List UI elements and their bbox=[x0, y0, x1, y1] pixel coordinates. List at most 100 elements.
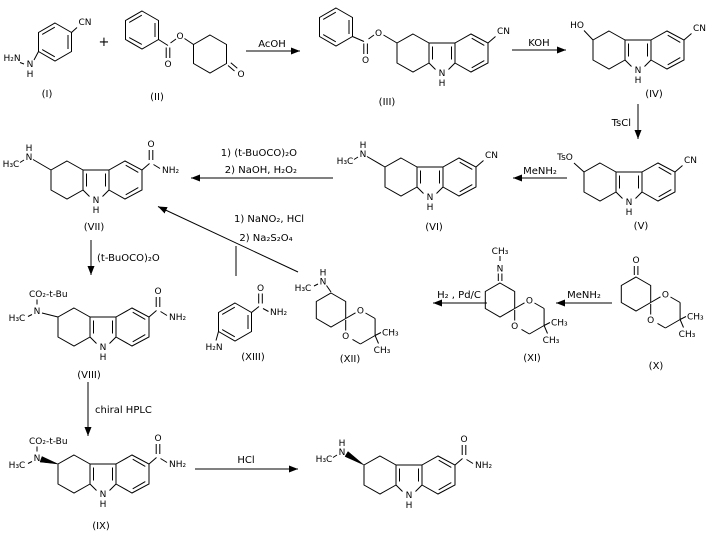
compound-x-structure: O O O CH₃ CH₃ (X) bbox=[620, 256, 704, 372]
stereo-wedge-bond bbox=[39, 456, 59, 465]
reaction-arrow-boc2: (t-BuOCO)₂O bbox=[87, 240, 160, 275]
reagent-label-menh2-x: MeNH₂ bbox=[567, 290, 601, 301]
atom-label-nh2: NH₂ bbox=[475, 461, 493, 471]
compound-vii-structure: N H H₃C O NH₂ (VII) bbox=[3, 140, 180, 233]
compound-ix-structure: N H₃C CO₂-t-Bu O NH₂ (IX) bbox=[9, 434, 187, 532]
atom-label-h: H bbox=[27, 70, 34, 80]
reaction-arrow-tscl: TsCl bbox=[611, 104, 642, 139]
atom-label-amine-n: N bbox=[360, 150, 367, 160]
atom-label-carbamate-n: N bbox=[34, 454, 41, 464]
atom-label-h3c: H₃C bbox=[9, 314, 26, 324]
reagent-label-boc2: (t-BuOCO)₂O bbox=[97, 253, 160, 264]
compound-label-xii: (XII) bbox=[340, 354, 361, 365]
reaction-arrow-chiral-hplc: chiral HPLC bbox=[84, 382, 152, 436]
compound-vi-structure: N H H₃C CN (VI) bbox=[337, 141, 498, 233]
atom-label-ch3a: CH₃ bbox=[551, 319, 568, 329]
atom-label-nh2: NH₂ bbox=[169, 460, 187, 470]
atom-label-ketone-o: O bbox=[237, 70, 244, 80]
reaction-arrow-diazotization: 1) NaNO₂, HCl 2) Na₂S₂O₄ bbox=[157, 206, 304, 276]
compound-label-vii: (VII) bbox=[84, 222, 105, 233]
atom-label-n-ch3: CH₃ bbox=[492, 247, 509, 257]
atom-label-ch3b: CH₃ bbox=[374, 346, 391, 356]
compound-label-iii: (III) bbox=[379, 97, 396, 108]
atom-label-dioxane-o1: O bbox=[357, 307, 364, 317]
atom-label-ho: HO bbox=[570, 21, 584, 31]
bond-lines bbox=[125, 10, 238, 74]
plus-sign: + bbox=[99, 35, 110, 50]
atom-label-dioxane-o2: O bbox=[647, 316, 654, 326]
atom-label-amine-h: H bbox=[320, 269, 327, 279]
reaction-arrow-koh: KOH bbox=[512, 38, 566, 54]
atom-label-h3c: H₃C bbox=[295, 284, 312, 294]
reaction-arrow-menh2-x-xi: MeNH₂ bbox=[556, 290, 612, 307]
reagent-label-koh: KOH bbox=[528, 38, 549, 49]
bond-lines bbox=[19, 150, 161, 171]
atom-label-dioxane-o1: O bbox=[526, 297, 533, 307]
compound-label-iv: (IV) bbox=[645, 89, 663, 100]
atom-label-amide-o: O bbox=[154, 287, 161, 297]
reagent-label-nano2: 1) NaNO₂, HCl bbox=[234, 214, 304, 225]
atom-label-n: N bbox=[27, 60, 34, 70]
atom-label-amine-h: H bbox=[26, 144, 33, 154]
atom-label-dioxane-o1: O bbox=[662, 291, 669, 301]
atom-label-boc: CO₂-t-Bu bbox=[29, 437, 68, 447]
atom-label-h2n: H₂N bbox=[205, 343, 222, 353]
reagent-label-acoh: AcOH bbox=[258, 39, 286, 50]
compound-label-xiii: (XIII) bbox=[241, 352, 265, 363]
compound-viii-structure: N H₃C CO₂-t-Bu O NH₂ (VIII) bbox=[9, 287, 187, 381]
atom-label-h3c: H₃C bbox=[9, 461, 26, 471]
reaction-arrow-acoh: AcOH bbox=[246, 39, 300, 55]
bond-lines bbox=[19, 22, 78, 65]
reaction-arrow-menh2-v-vi: MeNH₂ bbox=[513, 166, 567, 182]
atom-label-ch3a: CH₃ bbox=[382, 329, 399, 339]
atom-label-carbonyl-o: O bbox=[164, 60, 171, 70]
bond-lines bbox=[27, 444, 168, 465]
reagent-label-boc-step: 1) (t-BuOCO)₂O bbox=[221, 148, 297, 159]
atom-label-imine-n: N bbox=[497, 265, 504, 275]
atom-label-amide-o: O bbox=[147, 140, 154, 150]
atom-label-cn: CN bbox=[684, 156, 697, 166]
bond-lines bbox=[313, 283, 382, 345]
atom-label-boc: CO₂-t-Bu bbox=[29, 290, 68, 300]
bond-lines bbox=[484, 256, 551, 335]
compound-label-xi: (XI) bbox=[523, 353, 541, 364]
compound-iii-structure: O O CN (III) bbox=[319, 7, 510, 108]
compound-label-i: (I) bbox=[42, 89, 53, 100]
bond-lines bbox=[27, 297, 168, 318]
compound-xiii-structure: H₂N O NH₂ (XIII) bbox=[205, 284, 287, 363]
stereo-wedge-bond bbox=[344, 451, 365, 466]
bond-lines bbox=[620, 266, 687, 329]
atom-label-amide-o: O bbox=[460, 435, 467, 445]
atom-label-carbamate-n: N bbox=[34, 307, 41, 317]
reagent-label-dithionite: 2) Na₂S₂O₄ bbox=[239, 233, 292, 244]
atom-label-ch3b: CH₃ bbox=[679, 330, 696, 340]
bond-lines bbox=[319, 7, 496, 54]
atom-label-cn: CN bbox=[497, 27, 510, 37]
bond-lines bbox=[215, 293, 269, 342]
compound-label-v: (V) bbox=[634, 221, 649, 232]
compound-xi-structure: N CH₃ O O CH₃ CH₃ (XI) bbox=[484, 247, 568, 364]
atom-label-tso: TsO bbox=[556, 153, 573, 163]
reagent-label-h2pdc: H₂ , Pd/C bbox=[437, 290, 481, 301]
atom-label-amine-h: H bbox=[339, 439, 346, 449]
atom-label-amine-n: N bbox=[339, 448, 346, 458]
compound-product-structure: N H H₃C O NH₂ bbox=[316, 435, 493, 512]
compound-xii-structure: N H H₃C O O CH₃ CH₃ (XII) bbox=[295, 269, 399, 366]
reagent-label-hcl: HCl bbox=[237, 455, 254, 466]
compound-ii-structure: O O O (II) bbox=[125, 10, 245, 103]
atom-label-cn: CN bbox=[693, 24, 706, 34]
atom-label-ketone-o: O bbox=[632, 256, 639, 266]
reaction-arrow-boc-naoh: 1) (t-BuOCO)₂O 2) NaOH, H₂O₂ bbox=[191, 148, 333, 182]
bond-lines bbox=[573, 162, 683, 173]
atom-label-ch3a: CH₃ bbox=[687, 313, 704, 323]
arrow-shaft bbox=[157, 206, 299, 273]
atom-label-amine-n: N bbox=[320, 278, 327, 288]
atom-label-h3c: H₃C bbox=[337, 157, 354, 167]
atom-label-dioxane-o2: O bbox=[511, 322, 518, 332]
compound-i-structure: CN N H H₂N (I) bbox=[3, 18, 91, 100]
atom-label-h3c: H₃C bbox=[316, 455, 333, 465]
reaction-arrow-hcl: HCl bbox=[195, 455, 298, 473]
compound-iv-structure: HO CN (IV) bbox=[570, 21, 706, 100]
atom-label-ch3b: CH₃ bbox=[543, 336, 560, 346]
